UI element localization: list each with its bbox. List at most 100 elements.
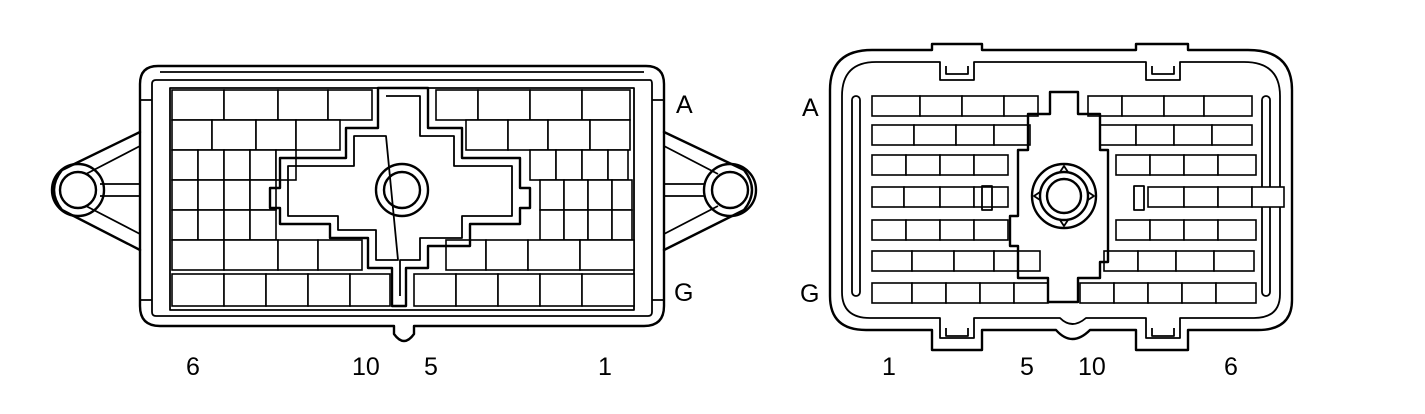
cavity xyxy=(539,209,565,241)
cavity xyxy=(327,89,373,121)
right-latch-bottom-right xyxy=(1151,328,1175,337)
cavity xyxy=(939,219,975,241)
cavity xyxy=(939,154,975,176)
right-mounting-ear xyxy=(662,130,754,252)
cavity xyxy=(295,119,341,151)
cavity xyxy=(587,179,613,211)
right-center-bolt xyxy=(1030,162,1098,230)
cavity xyxy=(539,179,565,211)
cavity xyxy=(529,149,557,181)
cavity xyxy=(871,282,913,304)
right-connector-view: A G 1 5 10 6 xyxy=(800,42,1294,381)
cavity xyxy=(455,273,499,307)
cavity xyxy=(905,219,941,241)
cavity xyxy=(223,209,251,241)
cavity xyxy=(611,209,633,241)
cavity xyxy=(413,273,457,307)
cavity xyxy=(953,250,995,272)
left-mounting-ear-inner xyxy=(85,145,141,235)
left-row-label-a: A xyxy=(676,91,693,119)
right-cavity-grid xyxy=(871,95,1285,304)
cavity xyxy=(961,95,1005,117)
cavity xyxy=(871,124,915,146)
cavity xyxy=(939,186,975,208)
cavity xyxy=(1135,124,1175,146)
cavity xyxy=(171,149,199,181)
right-column-label-1: 1 xyxy=(882,353,896,381)
cavity xyxy=(485,239,529,271)
cavity xyxy=(611,179,633,211)
cavity xyxy=(223,239,279,271)
cavity xyxy=(1173,124,1213,146)
left-column-label-6: 6 xyxy=(186,353,200,381)
cavity xyxy=(265,273,309,307)
cavity xyxy=(871,95,921,117)
cavity xyxy=(435,89,479,121)
cavity xyxy=(589,119,631,151)
cavity xyxy=(1213,250,1255,272)
cavity xyxy=(973,219,1009,241)
cavity xyxy=(1099,124,1137,146)
cavity xyxy=(249,149,277,181)
cavity xyxy=(197,179,225,211)
cavity xyxy=(249,209,277,241)
cavity xyxy=(1003,95,1039,117)
cavity xyxy=(539,273,583,307)
cavity xyxy=(579,239,635,271)
left-center-bolt xyxy=(374,162,430,218)
cavity xyxy=(1149,219,1185,241)
left-column-label-5: 5 xyxy=(424,353,438,381)
right-latch-top-left xyxy=(945,66,969,75)
cavity xyxy=(211,119,257,151)
cavity xyxy=(317,239,363,271)
left-cavity-grid xyxy=(171,89,635,307)
right-connector-body xyxy=(828,42,1294,352)
cavity xyxy=(903,186,941,208)
left-center-bolt-inner xyxy=(382,170,422,210)
cavity xyxy=(223,179,251,211)
cavity xyxy=(1217,219,1257,241)
left-column-label-1: 1 xyxy=(598,353,612,381)
cavity xyxy=(1115,219,1151,241)
cavity xyxy=(581,149,609,181)
cavity xyxy=(871,219,907,241)
cavity xyxy=(1147,282,1183,304)
right-key-slot-left xyxy=(981,185,993,211)
left-mounting-hole xyxy=(50,162,106,218)
cavity xyxy=(587,209,613,241)
cavity xyxy=(1211,124,1253,146)
right-latch-bottom-left xyxy=(945,328,969,337)
cavity xyxy=(171,273,225,307)
cavity xyxy=(555,149,583,181)
right-column-label-10: 10 xyxy=(1078,353,1106,381)
cavity xyxy=(581,89,631,121)
right-row-label-g: G xyxy=(800,280,819,308)
cavity xyxy=(197,209,225,241)
cavity xyxy=(911,250,955,272)
cavity xyxy=(993,124,1031,146)
cavity xyxy=(1113,282,1149,304)
left-mounting-hole-inner xyxy=(58,170,98,210)
cavity xyxy=(445,239,487,271)
cavity xyxy=(1183,219,1219,241)
cavity xyxy=(1147,186,1185,208)
right-key-slot-right xyxy=(1133,185,1145,211)
cavity xyxy=(223,149,251,181)
cavity xyxy=(465,119,509,151)
right-connector-inner-rim xyxy=(841,61,1281,339)
cavity xyxy=(905,154,941,176)
cavity xyxy=(171,239,225,271)
left-connector-inner-rim xyxy=(151,79,653,317)
cavity xyxy=(529,89,583,121)
cavity xyxy=(547,119,591,151)
cavity xyxy=(277,89,329,121)
cavity xyxy=(919,95,963,117)
right-center-bolt-arrows xyxy=(1033,165,1095,227)
right-side-rail-left xyxy=(851,95,861,297)
cavity xyxy=(1175,250,1215,272)
cavity xyxy=(1115,154,1151,176)
cavity xyxy=(507,119,549,151)
cavity xyxy=(911,282,947,304)
right-mounting-ear-inner xyxy=(663,145,719,235)
